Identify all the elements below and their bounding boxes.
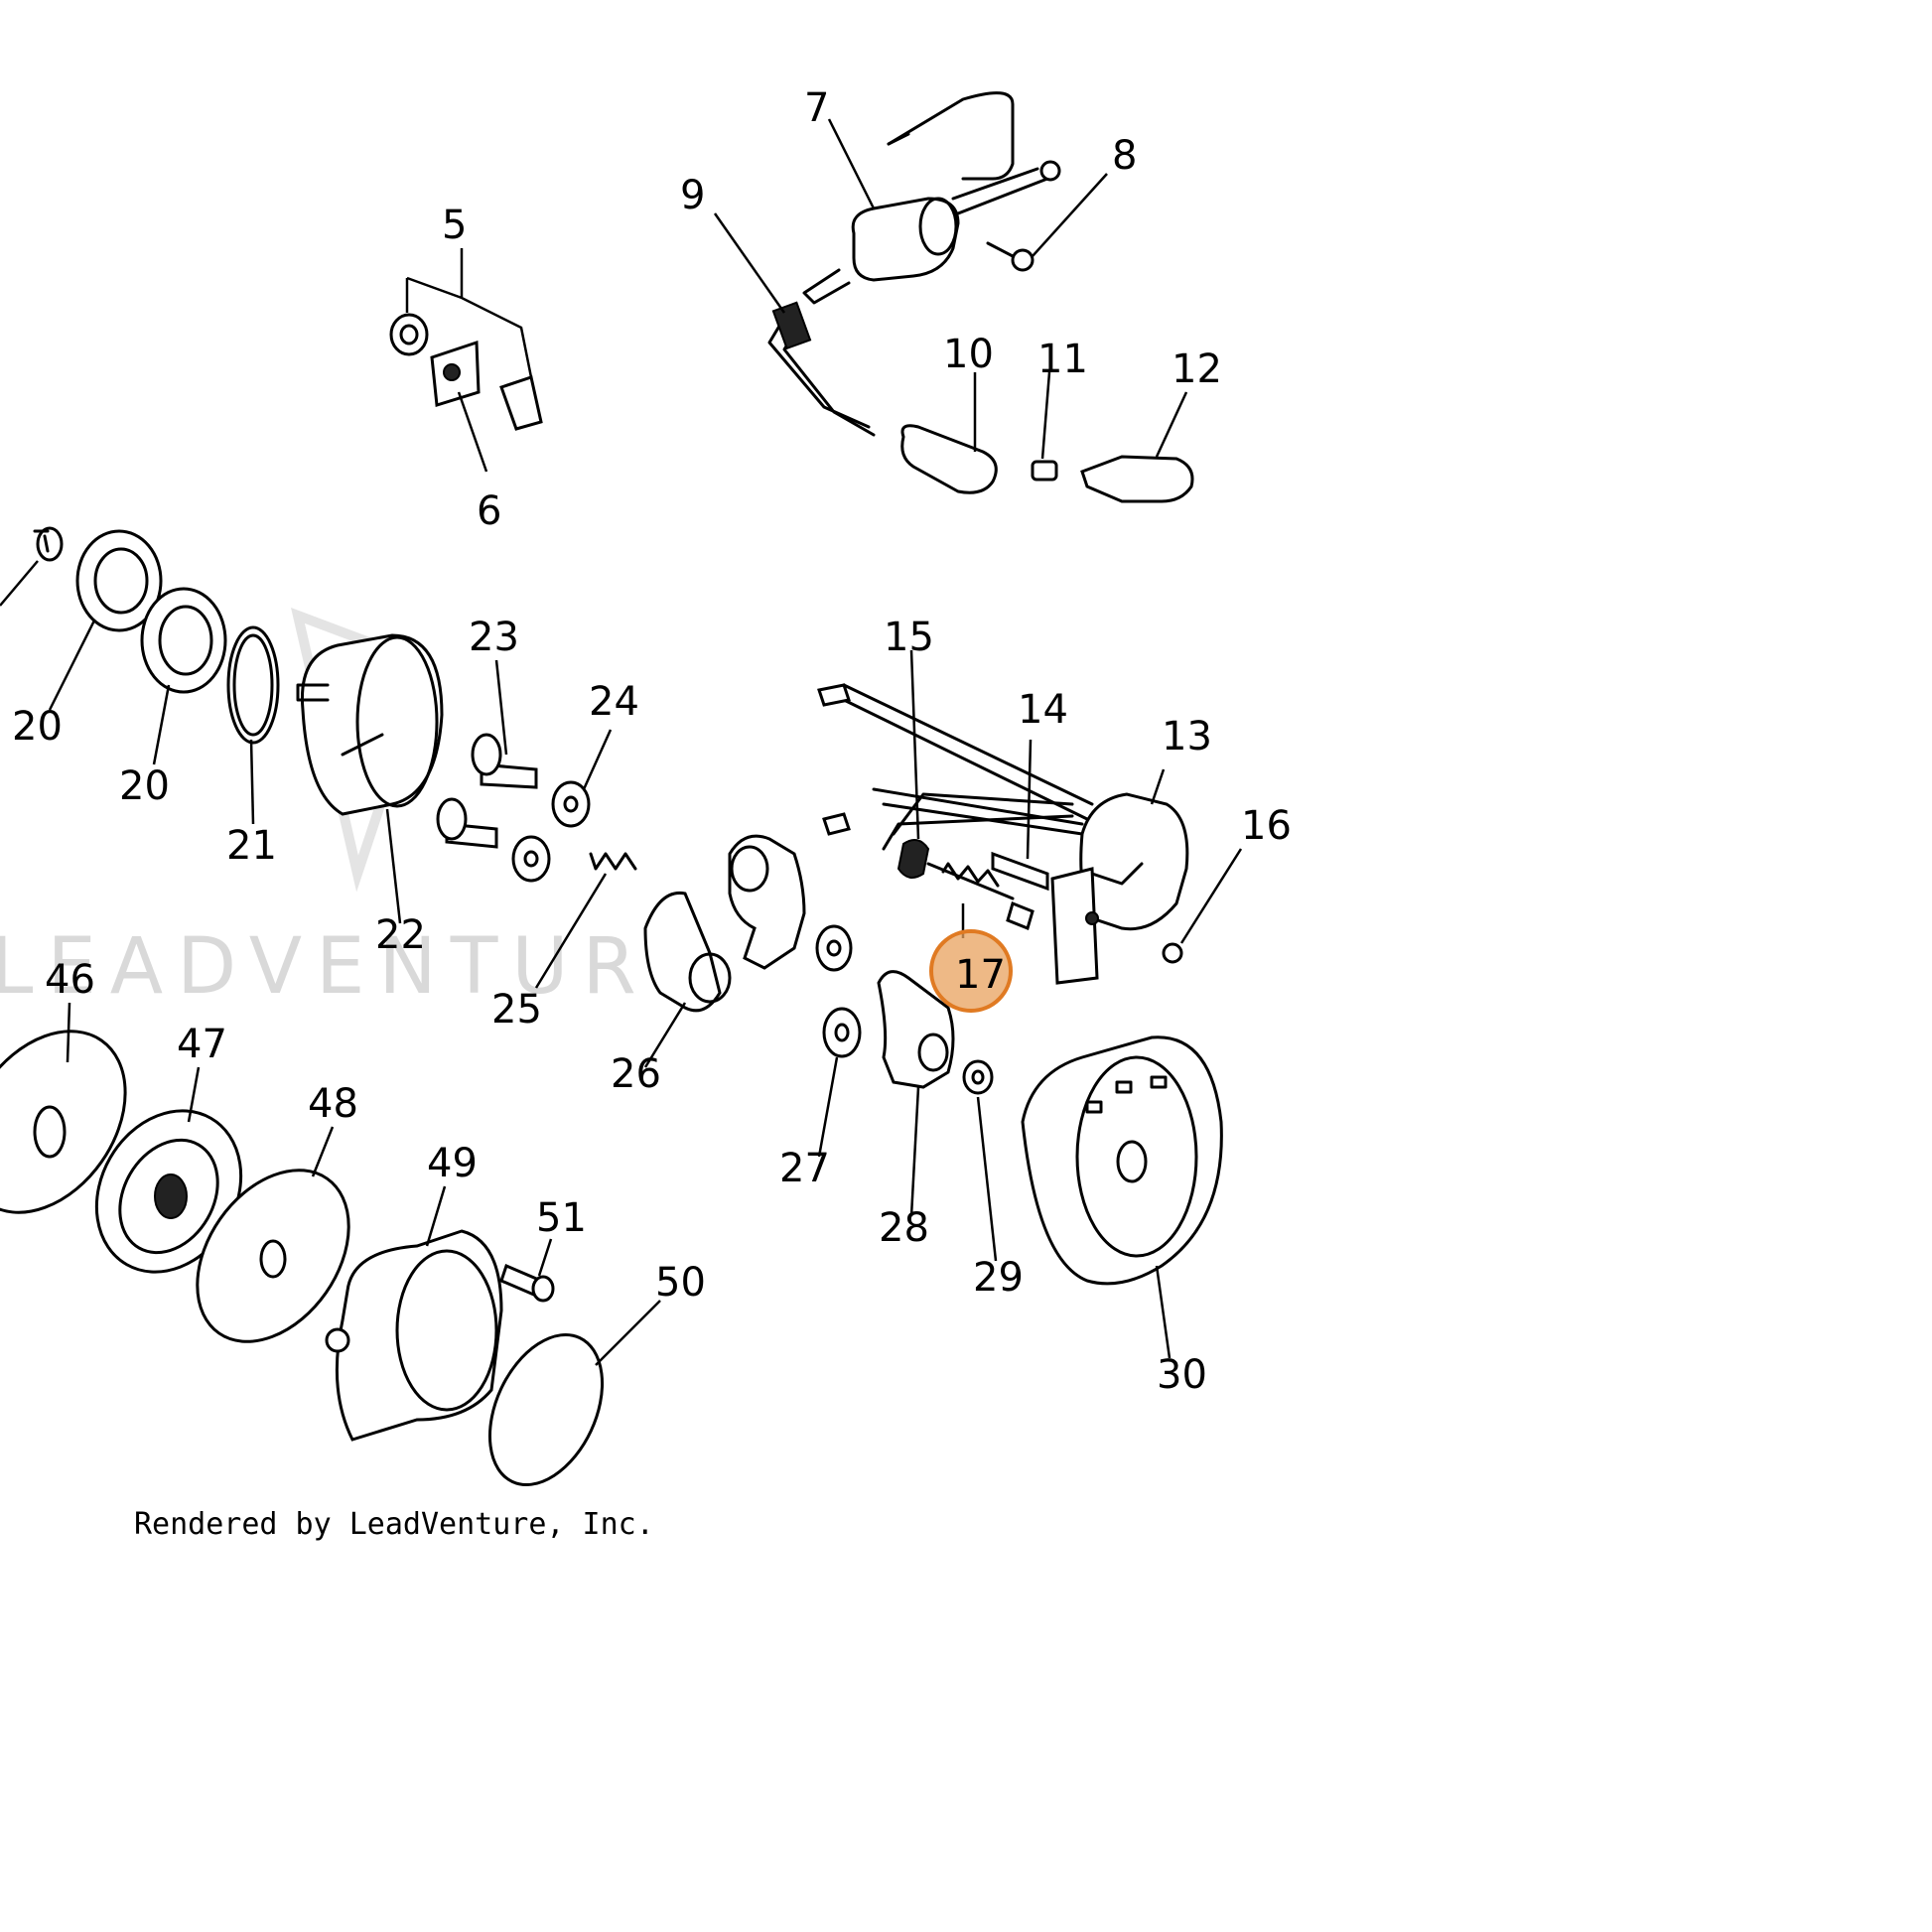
- callout-6: 6: [477, 488, 501, 534]
- callout-24: 24: [589, 679, 639, 725]
- callout-27: 27: [779, 1146, 830, 1191]
- recoil-starter-group[interactable]: [0, 1001, 661, 1503]
- highlighted-part-17[interactable]: 17: [929, 929, 1013, 1013]
- part-5-6-group[interactable]: [389, 248, 543, 473]
- callout-51: 51: [536, 1195, 587, 1241]
- callout-16: 16: [1241, 803, 1292, 849]
- governor-group[interactable]: [817, 970, 998, 1262]
- callout-46: 46: [45, 957, 95, 1003]
- clutch-shoe-26[interactable]: [643, 834, 853, 1068]
- clutch-drum-22[interactable]: [296, 633, 444, 924]
- ignition-coil-group[interactable]: [713, 91, 1108, 437]
- flywheel-30[interactable]: [1021, 1035, 1223, 1359]
- callout-8: 8: [1112, 133, 1137, 179]
- rendered-by-credit: Rendered by LeadVenture, Inc.: [134, 1507, 654, 1542]
- callout-13: 13: [1162, 714, 1212, 759]
- callout-47: 47: [177, 1022, 227, 1067]
- callout-25: 25: [491, 987, 542, 1033]
- callout-5: 5: [442, 203, 467, 248]
- magneto-coil-group[interactable]: [817, 649, 1243, 985]
- callout-17: 17: [955, 952, 1006, 998]
- callout-11: 11: [1037, 337, 1088, 382]
- callout-21: 21: [226, 823, 277, 869]
- callout-12: 12: [1172, 346, 1222, 392]
- callout-15: 15: [884, 615, 934, 660]
- callout-22: 22: [375, 912, 426, 958]
- callout-14: 14: [1018, 687, 1068, 733]
- watermark-text: LEADVENTURE: [0, 922, 713, 1012]
- callout-10: 10: [943, 332, 994, 377]
- callout-50: 50: [655, 1260, 706, 1306]
- callout-labels: 5 6 7 8 9 10 11 12 13 14 15 16 20 20 21 …: [12, 85, 1292, 1398]
- callout-28: 28: [879, 1205, 929, 1251]
- callout-23: 23: [469, 615, 519, 660]
- bearings-group[interactable]: [0, 526, 280, 825]
- callout-20b: 20: [119, 763, 170, 809]
- spark-plug-cap-group[interactable]: [900, 371, 1194, 503]
- clutch-pins-group[interactable]: [436, 659, 637, 989]
- callout-9: 9: [680, 173, 705, 218]
- callout-26: 26: [611, 1051, 661, 1097]
- callout-29: 29: [973, 1255, 1024, 1301]
- callout-7: 7: [804, 85, 829, 131]
- callout-48: 48: [308, 1081, 358, 1127]
- callout-30: 30: [1157, 1352, 1207, 1398]
- leadventure-watermark: LEADVENTURE: [0, 608, 713, 1012]
- callout-49: 49: [427, 1141, 478, 1186]
- callout-20a: 20: [12, 704, 63, 750]
